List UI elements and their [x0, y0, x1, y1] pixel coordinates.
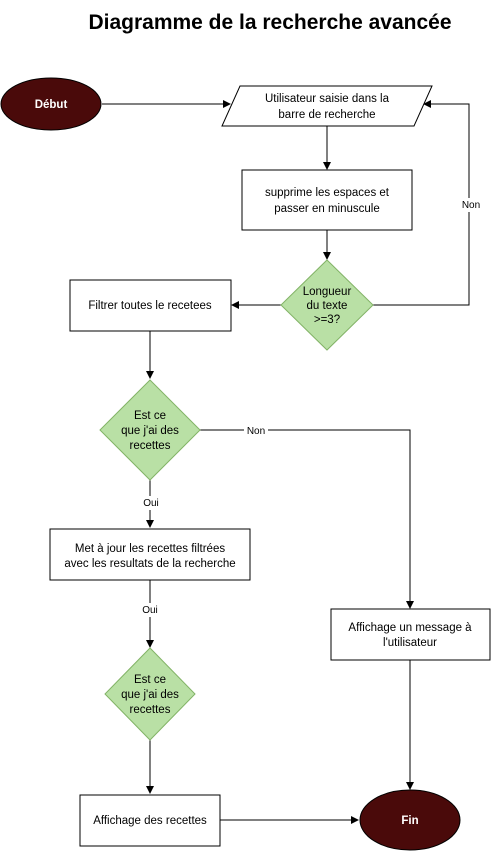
check-length-line2: du texte — [307, 300, 348, 312]
check-length-line1: Longueur — [303, 286, 352, 298]
edge-label-update-yes: Oui — [142, 605, 158, 616]
normalize-node — [241, 169, 413, 231]
end-label: Fin — [401, 815, 418, 827]
edge-label-recipes-no: Non — [247, 426, 265, 437]
show-recipes-label: Affichage des recettes — [93, 815, 207, 827]
has-recipes-decision-2 — [104, 647, 196, 741]
input-node — [221, 85, 433, 127]
show-recipes-node — [79, 794, 221, 847]
end-terminal — [359, 789, 461, 851]
has-recipes-1-line1: Est ce — [134, 410, 166, 422]
input-label-line1: Utilisateur saisie dans la — [265, 93, 390, 105]
show-message-line2: l'utilisateur — [383, 637, 437, 649]
edge-decision1-no-to-message — [200, 429, 414, 609]
update-filtered-line1: Met à jour les recettes filtrées — [75, 543, 225, 555]
has-recipes-2-line2: que j'ai des — [121, 689, 179, 701]
input-label-line2: barre de recherche — [278, 109, 375, 121]
check-length-decision — [280, 259, 374, 351]
start-label: Début — [35, 99, 68, 111]
normalize-label-line2: passer en minuscule — [274, 203, 379, 215]
show-message-node — [330, 608, 491, 661]
update-filtered-node — [49, 528, 251, 581]
has-recipes-2-line1: Est ce — [134, 674, 166, 686]
show-message-line1: Affichage un message à — [348, 622, 472, 634]
has-recipes-2-line3: recettes — [130, 704, 171, 716]
has-recipes-1-line2: que j'ai des — [121, 425, 179, 437]
start-terminal — [0, 77, 102, 131]
update-filtered-line2: avec les resultats de la recherche — [64, 558, 235, 570]
has-recipes-decision-1 — [99, 379, 201, 481]
check-length-line3: >=3? — [314, 314, 340, 326]
normalize-label-line1: supprime les espaces et — [265, 187, 390, 199]
has-recipes-1-line3: recettes — [130, 440, 171, 452]
page-title: Diagramme de la recherche avancée — [88, 11, 451, 34]
filter-all-label: Filtrer toutes le recetees — [88, 300, 212, 312]
edge-label-recipes-yes: Oui — [143, 498, 159, 509]
edge-label-length-no: Non — [462, 200, 480, 211]
filter-all-node — [69, 279, 232, 332]
